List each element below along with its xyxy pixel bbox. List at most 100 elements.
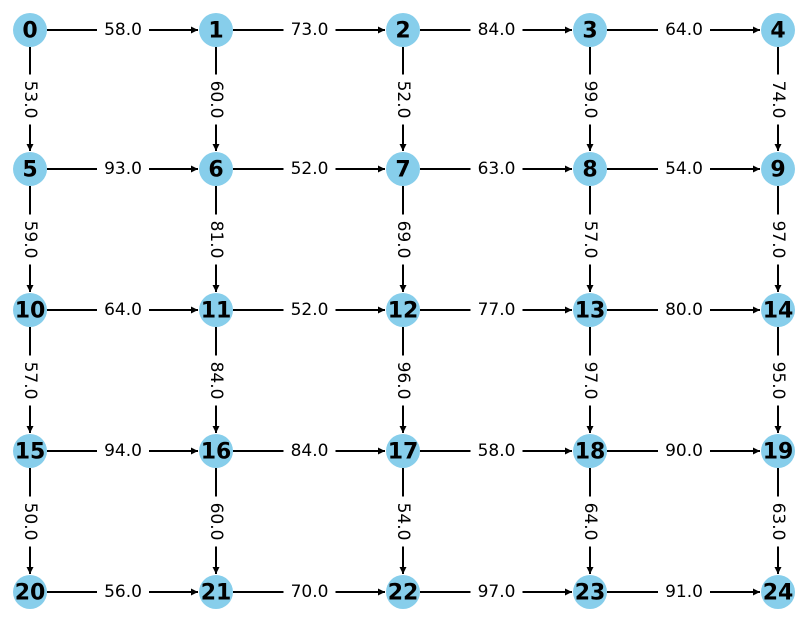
edge-18-23: 64.0 <box>579 468 601 574</box>
edge-15-16: 94.0 <box>47 440 198 462</box>
node-label: 15 <box>15 440 46 465</box>
edge-weight-label: 64.0 <box>580 503 600 541</box>
edge-weight-label: 64.0 <box>104 300 142 320</box>
edge-weight-label: 84.0 <box>291 441 329 461</box>
node-20: 20 <box>13 575 47 609</box>
edge-weight-label: 97.0 <box>478 582 516 602</box>
edge-6-11: 81.0 <box>205 186 227 292</box>
edge-label-background <box>283 19 336 41</box>
edge-12-13: 77.0 <box>420 299 572 321</box>
edge-0-5: 53.0 <box>19 47 41 151</box>
node-circle <box>761 293 795 327</box>
edge-weight-label: 63.0 <box>768 503 788 541</box>
edge-15-20: 50.0 <box>19 468 41 574</box>
edge-label-background <box>470 581 523 603</box>
edge-label-background <box>205 355 227 406</box>
node-circle <box>761 434 795 468</box>
node-4: 4 <box>761 13 795 47</box>
node-9: 9 <box>761 152 795 186</box>
edge-weight-label: 56.0 <box>104 582 142 602</box>
node-12: 12 <box>386 293 420 327</box>
edge-11-12: 52.0 <box>233 299 385 321</box>
edge-3-8: 99.0 <box>579 47 601 151</box>
edge-weight-label: 77.0 <box>478 300 516 320</box>
node-circle <box>13 434 47 468</box>
edge-17-18: 58.0 <box>420 440 572 462</box>
node-8: 8 <box>573 152 607 186</box>
edge-8-9: 54.0 <box>607 158 760 180</box>
node-circle <box>199 434 233 468</box>
edge-label-background <box>97 581 149 603</box>
edge-label-background <box>579 355 601 406</box>
node-label: 20 <box>15 581 46 606</box>
node-circle <box>199 575 233 609</box>
edge-weight-label: 64.0 <box>665 20 703 40</box>
edge-9-14: 97.0 <box>767 186 789 292</box>
edge-label-background <box>19 214 41 265</box>
edge-label-background <box>767 496 789 547</box>
edge-weight-label: 54.0 <box>393 503 413 541</box>
node-circle <box>573 434 607 468</box>
edge-weight-label: 73.0 <box>291 20 329 40</box>
edge-weight-label: 58.0 <box>104 20 142 40</box>
node-circle <box>573 152 607 186</box>
node-circle <box>573 575 607 609</box>
edge-16-17: 84.0 <box>233 440 385 462</box>
node-24: 24 <box>761 575 795 609</box>
edge-label-background <box>470 19 523 41</box>
node-21: 21 <box>199 575 233 609</box>
edge-label-background <box>19 496 41 547</box>
node-circle <box>386 13 420 47</box>
edge-label-background <box>658 299 710 321</box>
node-label: 6 <box>208 158 223 183</box>
edge-21-22: 70.0 <box>233 581 385 603</box>
edge-label-background <box>767 214 789 265</box>
edge-weight-label: 60.0 <box>206 81 226 119</box>
edge-1-2: 73.0 <box>233 19 385 41</box>
edge-weight-label: 97.0 <box>580 362 600 400</box>
edge-23-24: 91.0 <box>607 581 760 603</box>
edge-2-7: 52.0 <box>392 47 414 151</box>
node-label: 2 <box>395 19 410 44</box>
edge-14-19: 95.0 <box>767 327 789 433</box>
edge-weight-label: 70.0 <box>291 582 329 602</box>
node-11: 11 <box>199 293 233 327</box>
node-label: 8 <box>582 158 597 183</box>
edge-7-8: 63.0 <box>420 158 572 180</box>
edge-weight-label: 90.0 <box>665 441 703 461</box>
edge-label-background <box>283 581 336 603</box>
node-13: 13 <box>573 293 607 327</box>
node-label: 22 <box>388 581 419 606</box>
node-circle <box>761 13 795 47</box>
edge-18-19: 90.0 <box>607 440 760 462</box>
edge-label-background <box>97 299 149 321</box>
node-1: 1 <box>199 13 233 47</box>
node-circle <box>13 152 47 186</box>
edge-4-9: 74.0 <box>767 47 789 151</box>
edge-label-background <box>767 355 789 406</box>
edge-label-background <box>205 214 227 265</box>
node-3: 3 <box>573 13 607 47</box>
node-circle <box>13 293 47 327</box>
edge-weight-label: 54.0 <box>665 159 703 179</box>
node-label: 19 <box>763 440 794 465</box>
edge-weight-label: 80.0 <box>665 300 703 320</box>
edge-label-background <box>283 440 336 462</box>
edge-label-background <box>19 355 41 406</box>
edge-weight-label: 50.0 <box>20 503 40 541</box>
edge-label-background <box>283 299 336 321</box>
node-19: 19 <box>761 434 795 468</box>
edge-label-background <box>658 440 710 462</box>
edge-weight-label: 95.0 <box>768 362 788 400</box>
node-circle <box>199 152 233 186</box>
edge-16-21: 60.0 <box>205 468 227 574</box>
edge-0-1: 58.0 <box>47 19 198 41</box>
edge-weight-label: 94.0 <box>104 441 142 461</box>
node-22: 22 <box>386 575 420 609</box>
edge-8-13: 57.0 <box>579 186 601 292</box>
node-5: 5 <box>13 152 47 186</box>
node-label: 1 <box>208 19 223 44</box>
edge-13-14: 80.0 <box>607 299 760 321</box>
edge-label-background <box>470 299 523 321</box>
node-17: 17 <box>386 434 420 468</box>
